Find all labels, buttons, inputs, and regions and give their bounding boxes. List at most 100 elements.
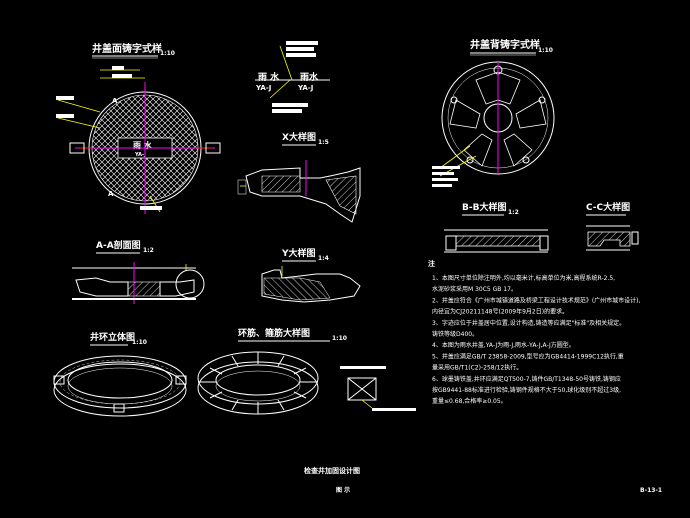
emblem-left-code: YA-J [255,84,271,92]
title-cover-back: 井盖背铸字式样 [470,38,540,51]
x-detail-outline [245,167,361,223]
back-bolt-left [450,96,458,104]
emblem-dim-label-1 [286,41,318,45]
aa-center-hatch [127,281,161,297]
ring-3d-drawing [53,355,187,417]
bb-hatch-body [455,235,541,247]
bb-detail-drawing [444,229,549,253]
title-aa-section-scale: 1:2 [143,247,154,254]
title-y-detail: Y大样图 [281,247,316,259]
x-detail-dim-box [237,179,247,195]
title-bb-detail-scale: 1:2 [508,209,519,216]
aa-callout-circle [175,269,205,299]
rebar-inner-top [215,364,301,396]
ring-outer-bottom [53,363,187,417]
ring-inner-top [67,361,173,399]
title-cover-pattern-scale: 1:10 [160,50,175,57]
ring-lug-left [53,375,65,385]
stirrups [198,352,318,414]
label-block-4 [56,114,74,118]
cover-letter-a2: A [108,190,114,198]
back-label-1 [432,166,460,169]
ring-lug-right [175,375,187,385]
aa-base-line [72,298,196,300]
label-block-1 [112,66,124,70]
note-line: 4、本图为雨水井盖,YA-J为雨-J,雨水-YA-J,A-J方圆型。 [432,341,575,349]
title-ring-3d-scale: 1:10 [132,339,147,346]
back-label-3 [432,178,458,181]
back-label-2 [432,172,454,175]
title-ring-3d: 井环立体图 [90,331,135,343]
note-line: 按GB9441-88标准进行检验,铸钢件规格不大于50,球化级别不超过3级, [432,386,621,394]
y-detail-outline [261,269,361,303]
cc-hatch-body [587,231,631,247]
cover-emblem-text: 雨 水 [133,140,153,150]
emblem-dim-label-2 [286,47,314,51]
label-block-3 [56,96,74,100]
aa-left-body [75,277,129,297]
y-detail-hatch [263,277,331,301]
note-line: 1、本图尺寸单位除注明外,均以毫米计,标高单位为米,高程系统R-2.5, [432,274,615,282]
drawing-label: 图 示 [336,486,350,494]
emblem-leader-1 [279,45,293,81]
emblem-dim-label-3 [286,53,316,57]
title-aa-section: A-A剖面图 [96,239,141,251]
label-block-2 [112,74,132,78]
cover-back-drawing [432,61,555,187]
note-line: 铸铁等级D400。 [432,330,478,338]
emblem-right-code: YA-J [297,84,313,92]
notes-heading: 注 [428,259,435,268]
bb-end-left [445,235,457,251]
title-y-detail-scale: 1:4 [318,255,329,262]
emblem-dim-label-4 [272,103,308,107]
label-block-5 [140,206,162,210]
title-ring-detail-scale: 1:10 [332,335,347,342]
title-bb-detail: B-B大样图 [462,201,506,213]
stirrup-label-1 [340,366,386,369]
rebar-inner-bottom [215,370,301,402]
note-line: 水泥砂浆采用M 30C5 GB 17。 [432,285,517,293]
title-x-detail-scale: 1:5 [318,139,329,146]
x-detail-hatch-1 [261,175,301,193]
emblem-detail: 雨 水 YA-J 雨水 YA-J [255,41,330,113]
drawing-number: B-13-1 [640,487,662,494]
title-cc-detail: C-C大样图 [586,201,630,213]
stirrup-label-2 [372,408,416,411]
title-cover-back-scale: 1:10 [538,47,553,54]
leader-line-3 [57,99,101,113]
ring-inner-bottom [67,367,173,405]
note-line: 2、井盖应符合《广州市城镇道路及桥梁工程设计技术规范》(广州市城市设计), [432,296,641,304]
drawing-title: 检查井加固设计图 [304,466,360,475]
emblem-left-main: 雨 水 [258,71,280,83]
title-x-detail: X大样图 [282,131,316,143]
manhole-cover-plan: 雨 水 YA-J A A [56,66,221,214]
ring-detail-drawing [197,351,416,415]
back-label-4 [432,184,452,187]
aa-section-drawing [72,262,205,304]
cover-letter-a: A [112,97,118,105]
ring-lug-bottom [113,403,125,413]
x-detail-hatch-2 [325,175,357,215]
cc-detail-drawing [586,225,639,251]
emblem-dim-label-5 [272,109,302,113]
y-detail-drawing [261,266,361,303]
emblem-leader-2 [269,79,291,99]
title-ring-detail: 环筋、箍筋大样图 [238,327,310,339]
cover-hinge-right [205,142,221,154]
cover-emblem-code: YA-J [134,152,146,158]
emblem-right-main: 雨水 [300,71,319,83]
back-bolt-right [538,96,546,104]
note-line: 5、井盖应满足GB/T 23858-2009,型号应为GB4414-1999C1… [432,352,624,360]
x-detail-drawing [237,160,361,223]
cc-end [631,231,639,245]
note-line: 内径宜为CJ20211148号(2009年9月2日)的要求。 [432,308,568,316]
back-bolt-bl [466,156,474,164]
bb-end-right [539,235,549,251]
note-line: 3、字迹应位于井盖居中位置,设计构造,铸造等应满足"标准"及相关规定。 [432,319,625,327]
note-line: 6、球墨铸铁盖,井环应满足QT500-7,铸件GB/T1348-50号铸铁,铸钢… [432,375,621,383]
stirrup-section-diag-2 [347,377,377,401]
stirrup-leader [361,399,373,409]
ring-mid [59,359,181,405]
